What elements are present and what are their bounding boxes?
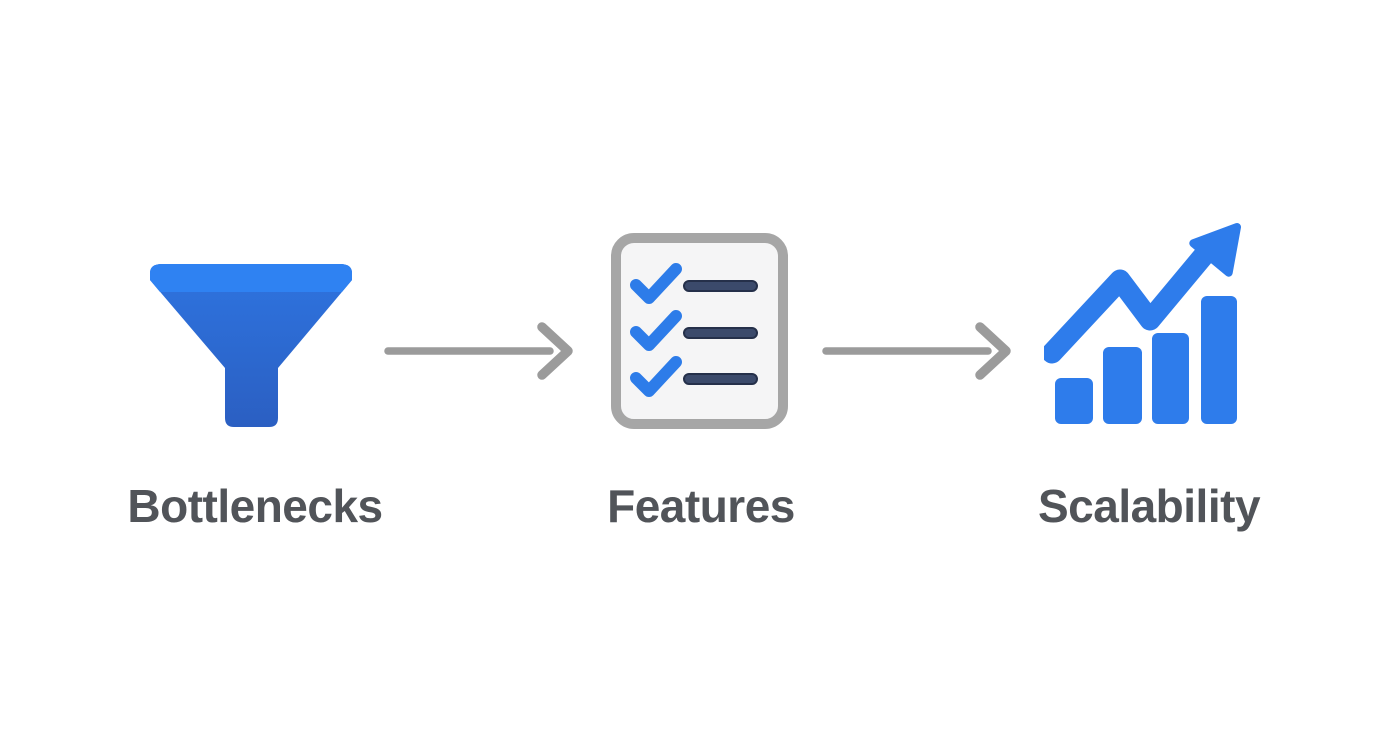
checklist-icon [611, 233, 788, 429]
arrow-right-icon [822, 320, 1018, 382]
node-label-scalability: Scalability [1037, 480, 1261, 532]
node-scalability [1044, 220, 1242, 427]
growth-chart-icon [1044, 220, 1242, 427]
arrow-right-icon [384, 320, 580, 382]
node-features [611, 233, 788, 429]
node-label-bottlenecks: Bottlenecks [127, 480, 383, 532]
node-label-features: Features [607, 480, 795, 532]
node-bottlenecks [145, 258, 357, 430]
funnel-icon [145, 258, 357, 430]
